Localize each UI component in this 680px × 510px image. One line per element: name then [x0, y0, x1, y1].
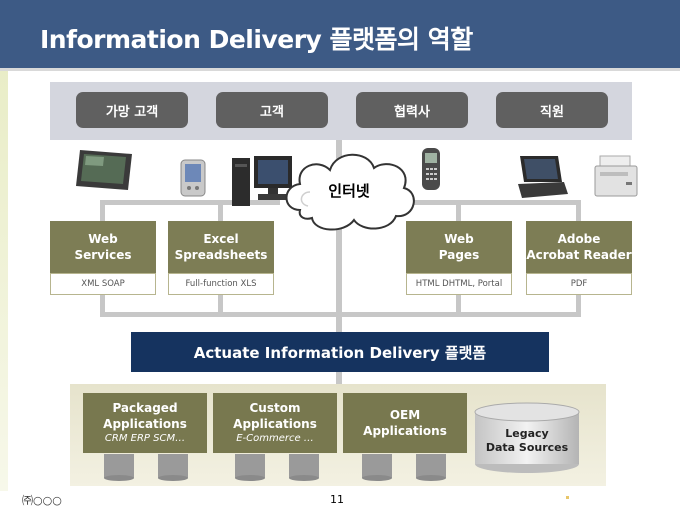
pda-icon: [180, 159, 206, 197]
app-title-line2: Applications: [363, 424, 447, 438]
legacy-line2: Data Sources: [485, 441, 569, 454]
tablet-icon: [76, 150, 132, 190]
title-underline: [0, 68, 680, 71]
user-prospect: 가망 고객: [76, 92, 188, 128]
connector-drop-3: [456, 200, 461, 222]
service-title-line1: Web: [88, 232, 118, 246]
legacy-database-icon: [474, 402, 580, 473]
connector-top-left: [100, 200, 280, 205]
database-cylinder-icon: [235, 454, 319, 481]
app-box-packaged: Packaged Applications CRM ERP SCM…: [83, 393, 207, 453]
connector-drop-2: [218, 200, 223, 222]
service-title-line2: Pages: [438, 248, 480, 262]
printer-icon: [594, 155, 638, 197]
service-sub-adobe: PDF: [526, 273, 632, 295]
connector-rise-1: [100, 295, 105, 315]
left-decor-band: [0, 71, 8, 491]
connector-rise-3: [456, 295, 461, 315]
app-title-line2: Applications: [103, 417, 187, 431]
app-title-line2: Applications: [233, 417, 317, 431]
service-box-adobe: Adobe Acrobat Reader: [526, 221, 632, 273]
desktop-pc-icon: [232, 156, 292, 206]
title-bar: [0, 0, 680, 71]
connector-top-right: [412, 200, 580, 205]
footer-company: ㈜○○○: [22, 494, 62, 507]
connector-drop-4: [576, 200, 581, 222]
connector-bottom-bus: [100, 312, 581, 317]
cloud-label: 인터넷: [328, 182, 370, 200]
cloud-icon: [285, 153, 415, 231]
connector-main: [336, 140, 342, 332]
legacy-line1: Legacy: [505, 427, 549, 440]
page-number: 11: [330, 493, 344, 506]
laptop-icon: [518, 156, 568, 198]
service-title-line1: Excel: [203, 232, 239, 246]
page-title: Information Delivery 플랫폼의 역할: [40, 25, 473, 54]
platform-banner: Actuate Information Delivery 플랫폼: [131, 332, 549, 372]
user-employee: 직원: [496, 92, 608, 128]
user-partner: 협력사: [356, 92, 468, 128]
service-title-line1: Web: [444, 232, 474, 246]
service-title-line2: Acrobat Reader: [526, 248, 632, 262]
service-box-excel: Excel Spreadsheets: [168, 221, 274, 273]
user-customer: 고객: [216, 92, 328, 128]
connector-rise-4: [576, 295, 581, 315]
service-sub-web-services: XML SOAP: [50, 273, 156, 295]
app-title-line1: Custom: [249, 401, 301, 415]
app-title-line1: OEM: [389, 408, 421, 422]
app-title-line1: Packaged: [112, 401, 178, 415]
database-cylinder-icon: [104, 454, 188, 481]
connector-drop-1: [100, 200, 105, 222]
database-cylinder-icon: [362, 454, 446, 481]
app-subtitle: CRM ERP SCM…: [104, 433, 186, 444]
service-box-web-pages: Web Pages: [406, 221, 512, 273]
mobile-phone-icon: [422, 148, 440, 190]
legacy-label: Legacy Data Sources: [472, 427, 582, 455]
service-box-web-services: Web Services: [50, 221, 156, 273]
connector-rise-2: [218, 295, 223, 315]
connector-platform-down: [336, 372, 342, 386]
service-sub-excel: Full-function XLS: [168, 273, 274, 295]
service-title-line1: Adobe: [557, 232, 601, 246]
app-subtitle: E-Commerce …: [236, 433, 314, 444]
app-box-custom: Custom Applications E-Commerce …: [213, 393, 337, 453]
service-title-line2: Spreadsheets: [174, 248, 268, 262]
app-box-oem: OEM Applications: [343, 393, 467, 453]
footer-dot: [566, 496, 569, 499]
service-title-line2: Services: [74, 248, 132, 262]
service-sub-web-pages: HTML DHTML, Portal: [406, 273, 512, 295]
